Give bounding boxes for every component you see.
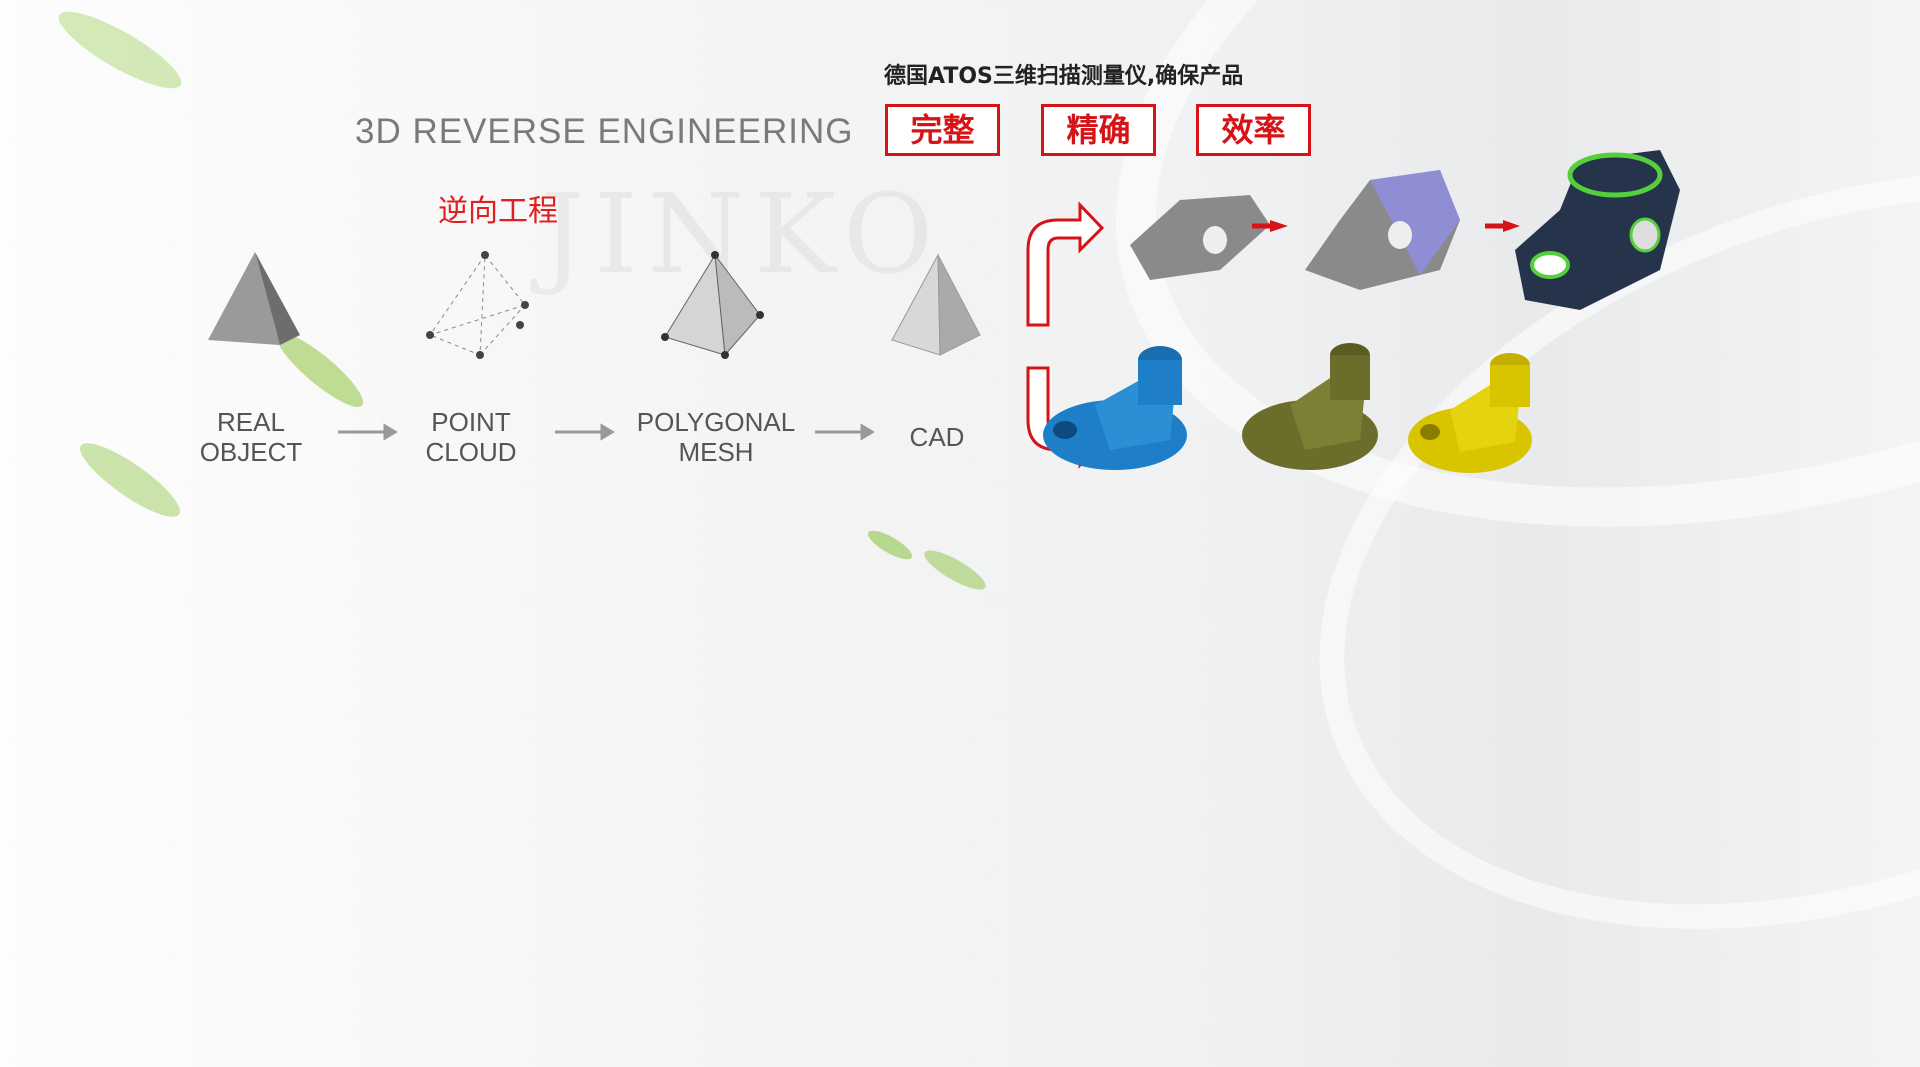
leaf-decorations xyxy=(58,11,986,590)
step-arrows xyxy=(338,423,875,441)
polygonal-mesh-icon xyxy=(661,251,764,359)
keyword-complete: 完整 xyxy=(885,104,1000,156)
real-object-icon xyxy=(208,252,300,345)
leaf-icon xyxy=(58,11,182,89)
reverse-engineering-title-cn: 逆向工程 xyxy=(438,194,558,229)
point-cloud-icon xyxy=(426,251,529,359)
arrow-right-icon xyxy=(1270,220,1288,232)
scan-workflow-illustrations xyxy=(1026,150,1680,473)
leaf-icon xyxy=(276,333,364,407)
leaf-icon xyxy=(867,530,913,560)
keyword-precise: 精确 xyxy=(1041,104,1156,156)
reverse-engineering-title: 3D REVERSE ENGINEERING xyxy=(355,112,854,151)
arrow-right-icon xyxy=(1503,220,1520,232)
blue-cad-part-icon xyxy=(1043,346,1187,470)
yellow-cad-part-icon xyxy=(1408,353,1532,473)
cad-icon xyxy=(891,253,981,356)
atos-headline: 德国ATOS三维扫描测量仪,确保产品 xyxy=(884,64,1244,89)
step-cad: CAD xyxy=(909,422,965,452)
gray-scan-part-icon xyxy=(1130,195,1270,280)
watermark: JINKO xyxy=(540,170,944,298)
leaf-icon xyxy=(80,443,180,517)
leaf-icon xyxy=(924,550,986,590)
arrow-right-icon xyxy=(383,423,398,441)
arrow-right-icon xyxy=(600,423,615,441)
inspected-part-icon xyxy=(1515,150,1680,310)
arrow-right-icon xyxy=(860,423,875,441)
mesh-overlay-part-icon xyxy=(1305,170,1460,290)
keyword-efficiency: 效率 xyxy=(1196,104,1311,156)
process-illustrations xyxy=(208,251,981,359)
bent-arrow-up-icon xyxy=(1026,201,1105,327)
olive-mesh-part-icon xyxy=(1242,343,1378,470)
